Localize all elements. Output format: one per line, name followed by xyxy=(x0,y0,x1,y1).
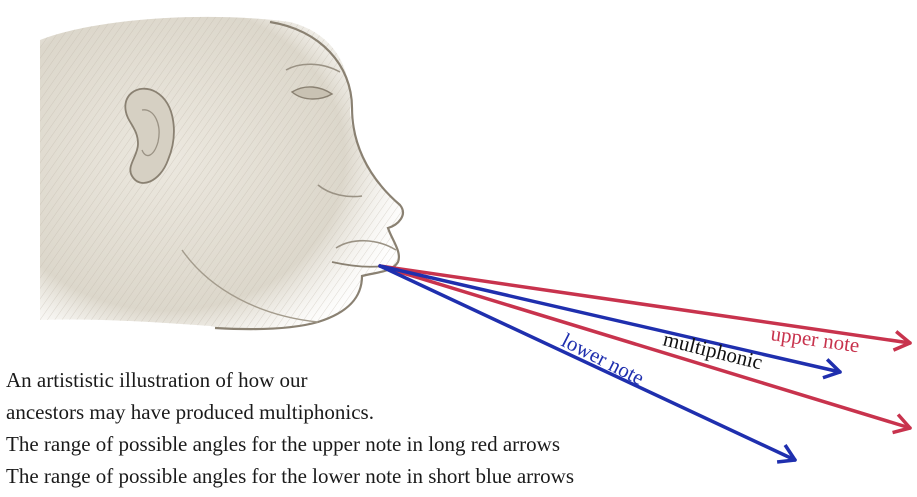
caption-line-2: ancestors may have produced multiphonics… xyxy=(6,396,906,428)
caption-line-4: The range of possible angles for the low… xyxy=(6,460,906,492)
head-hatching xyxy=(40,17,403,330)
caption: An artististic illustration of how our a… xyxy=(6,364,906,492)
caption-line-1: An artististic illustration of how our xyxy=(6,364,906,396)
face-sketch xyxy=(40,17,403,330)
upper-note-label: upper note xyxy=(769,321,861,357)
caption-line-3: The range of possible angles for the upp… xyxy=(6,428,906,460)
